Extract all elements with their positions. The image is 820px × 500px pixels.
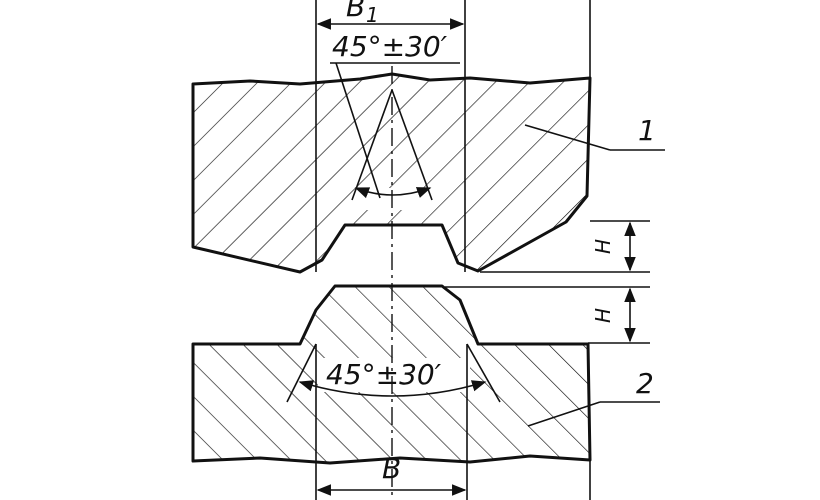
gap-upper-label: H — [591, 239, 615, 254]
lower-angle-construction — [286, 343, 501, 403]
gap-lower-label: H — [591, 308, 615, 323]
gap-dimensions — [445, 220, 650, 344]
part-leaders — [524, 124, 665, 427]
part-2-label: 2 — [636, 367, 654, 400]
top-width-subscript: 1 — [366, 3, 379, 27]
upper-angle-construction — [330, 62, 460, 201]
upper-angle-label: 45°±30′ — [332, 30, 448, 63]
lower-angle-label: 45°±30′ — [326, 358, 442, 391]
part-1-label: 1 — [638, 114, 656, 147]
bottom-width-label: B — [382, 452, 401, 485]
top-width-label: B — [346, 0, 365, 23]
extension-lines — [315, 0, 591, 500]
